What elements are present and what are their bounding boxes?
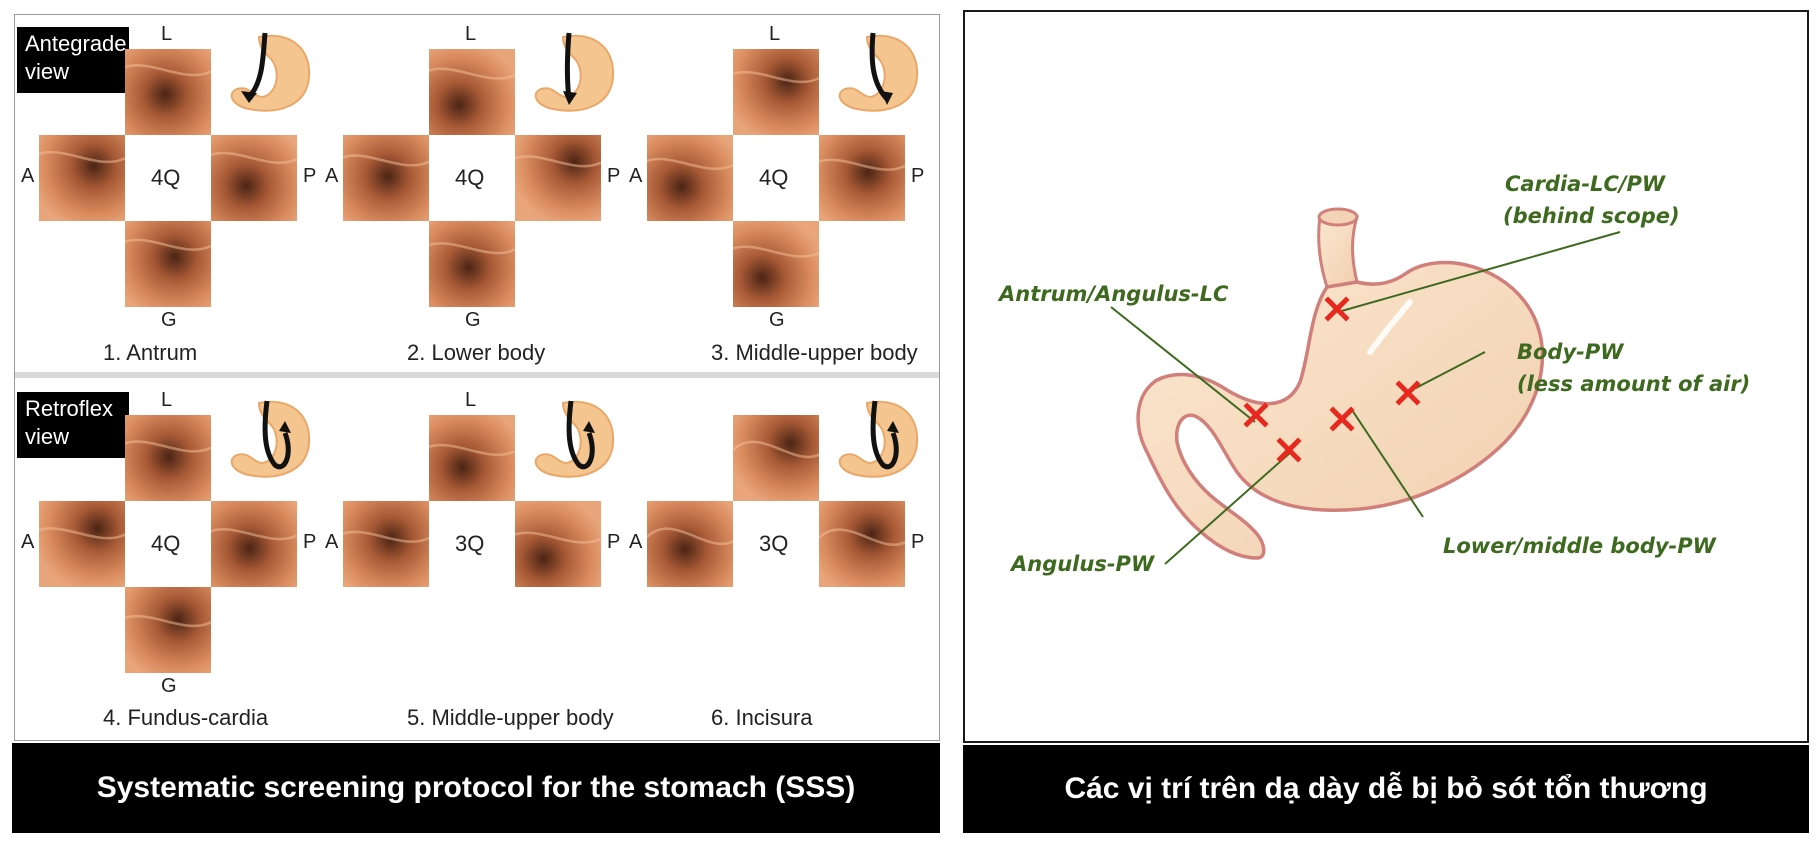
right-caption: Các vị trí trên dạ dày dễ bị bỏ sót tổn …	[963, 745, 1809, 833]
stomach-body	[1136, 260, 1545, 560]
direction-label-top: L	[769, 23, 781, 45]
endoscopy-image-top	[733, 415, 819, 501]
endoscopy-image-right	[211, 135, 297, 221]
quadrant-count: 4Q	[455, 165, 485, 190]
stomach-diagram	[1110, 207, 1621, 565]
label-body-pw-line2: (less amount of air)	[1517, 372, 1751, 396]
endoscopy-image-top	[125, 49, 211, 135]
left-caption: Systematic screening protocol for the st…	[12, 743, 940, 833]
direction-label-left: A	[629, 531, 643, 553]
leader-body-pw	[1411, 351, 1486, 391]
direction-label-left: A	[21, 165, 35, 187]
endoscopy-image-right	[819, 501, 905, 587]
endoscopy-image-right	[515, 501, 601, 587]
quadrant-count: 3Q	[759, 531, 789, 556]
label-cardia-line2: (behind scope)	[1503, 204, 1680, 228]
position-title: 3. Middle-upper body	[711, 340, 918, 365]
antegrade-view-label: Antegrade view	[17, 27, 129, 93]
scope-schematic-icon	[219, 27, 319, 123]
direction-label-bottom: G	[465, 309, 481, 331]
position-1: 4Q L A P G	[21, 23, 316, 331]
position-title: 5. Middle-upper body	[407, 705, 614, 730]
marker-cardia	[1324, 296, 1350, 322]
leader-antrum	[1110, 306, 1256, 423]
label-angulus-pw: Angulus-PW	[1011, 552, 1155, 576]
direction-label-right: P	[911, 165, 925, 187]
direction-label-top: L	[161, 389, 173, 411]
position-2: 4Q L A P G	[325, 23, 620, 331]
esophagus	[1317, 215, 1360, 289]
endoscopy-image-bottom	[733, 221, 819, 307]
direction-label-right: P	[911, 531, 925, 553]
direction-label-top: L	[465, 23, 477, 45]
leader-cardia	[1337, 231, 1621, 313]
direction-label-right: P	[303, 531, 317, 553]
stomach-highlight	[1367, 299, 1413, 355]
direction-label-left: A	[629, 165, 643, 187]
endoscopy-image-top	[733, 49, 819, 135]
direction-label-bottom: G	[161, 309, 177, 331]
esophagus-opening	[1317, 207, 1359, 227]
quadrant-count: 4Q	[759, 165, 789, 190]
direction-label-top: L	[465, 389, 477, 411]
direction-label-right: P	[607, 531, 621, 553]
marker-antrum	[1243, 402, 1269, 428]
endoscopy-image-right	[515, 135, 601, 221]
scope-schematic-icon	[827, 393, 927, 489]
scope-schematic-icon	[523, 27, 623, 123]
endoscopy-image-left	[39, 135, 125, 221]
endoscopy-image-bottom	[125, 221, 211, 307]
direction-label-left: A	[21, 531, 35, 553]
right-caption-text: Các vị trí trên dạ dày dễ bị bỏ sót tổn …	[1064, 772, 1708, 805]
direction-label-right: P	[607, 165, 621, 187]
direction-label-left: A	[325, 165, 339, 187]
endoscopy-image-left	[647, 501, 733, 587]
quadrant-count: 3Q	[455, 531, 485, 556]
marker-body-pw	[1395, 380, 1421, 406]
position-title: 2. Lower body	[407, 340, 546, 365]
position-6: 3Q A P	[629, 400, 924, 683]
position-5: 3Q L A P	[325, 389, 620, 683]
label-lower-middle-body-pw: Lower/middle body-PW	[1443, 534, 1716, 558]
leader-angulus-pw	[1164, 451, 1292, 565]
endoscopy-image-top	[429, 49, 515, 135]
endoscopy-image-top	[125, 415, 211, 501]
position-title: 6. Incisura	[711, 705, 813, 730]
endoscopy-image-top	[429, 415, 515, 501]
endoscopy-image-right	[211, 501, 297, 587]
position-title: 4. Fundus-cardia	[103, 705, 269, 730]
quadrant-count: 4Q	[151, 531, 181, 556]
endoscopy-image-bottom	[429, 221, 515, 307]
label-cardia-line1: Cardia-LC/PW	[1505, 172, 1666, 196]
quadrant-count: 4Q	[151, 165, 181, 190]
endoscopy-image-left	[647, 135, 733, 221]
label-antrum-angulus-lc: Antrum/Angulus-LC	[999, 282, 1229, 306]
position-3: 4Q L A P G	[629, 23, 924, 331]
endoscopy-image-left	[343, 135, 429, 221]
label-body-pw-line1: Body-PW	[1517, 340, 1624, 364]
direction-label-bottom: G	[161, 675, 177, 697]
scope-schematic-icon	[523, 393, 623, 489]
direction-label-right: P	[303, 165, 317, 187]
endoscopy-image-left	[39, 501, 125, 587]
endoscopy-image-bottom	[125, 587, 211, 673]
scope-schematic-icon	[827, 27, 927, 123]
section-divider	[15, 372, 939, 378]
scope-schematic-icon	[219, 393, 319, 489]
direction-label-top: L	[161, 23, 173, 45]
left-caption-text: Systematic screening protocol for the st…	[96, 771, 856, 804]
position-4: 4Q L A P G	[21, 389, 316, 697]
endoscopy-image-left	[343, 501, 429, 587]
marker-angulus-pw	[1276, 437, 1302, 463]
leader-lower-middle	[1351, 409, 1424, 518]
marker-lower-middle	[1329, 406, 1355, 432]
direction-label-bottom: G	[769, 309, 785, 331]
retroflex-view-label: Retroflex view	[17, 392, 129, 458]
position-title: 1. Antrum	[103, 340, 198, 365]
sss-protocol-panel: Antegrade view Retroflex view	[14, 14, 940, 741]
endoscopy-image-right	[819, 135, 905, 221]
direction-label-left: A	[325, 531, 339, 553]
missed-lesion-panel: Cardia-LC/PW (behind scope) Antrum/Angul…	[963, 10, 1809, 743]
